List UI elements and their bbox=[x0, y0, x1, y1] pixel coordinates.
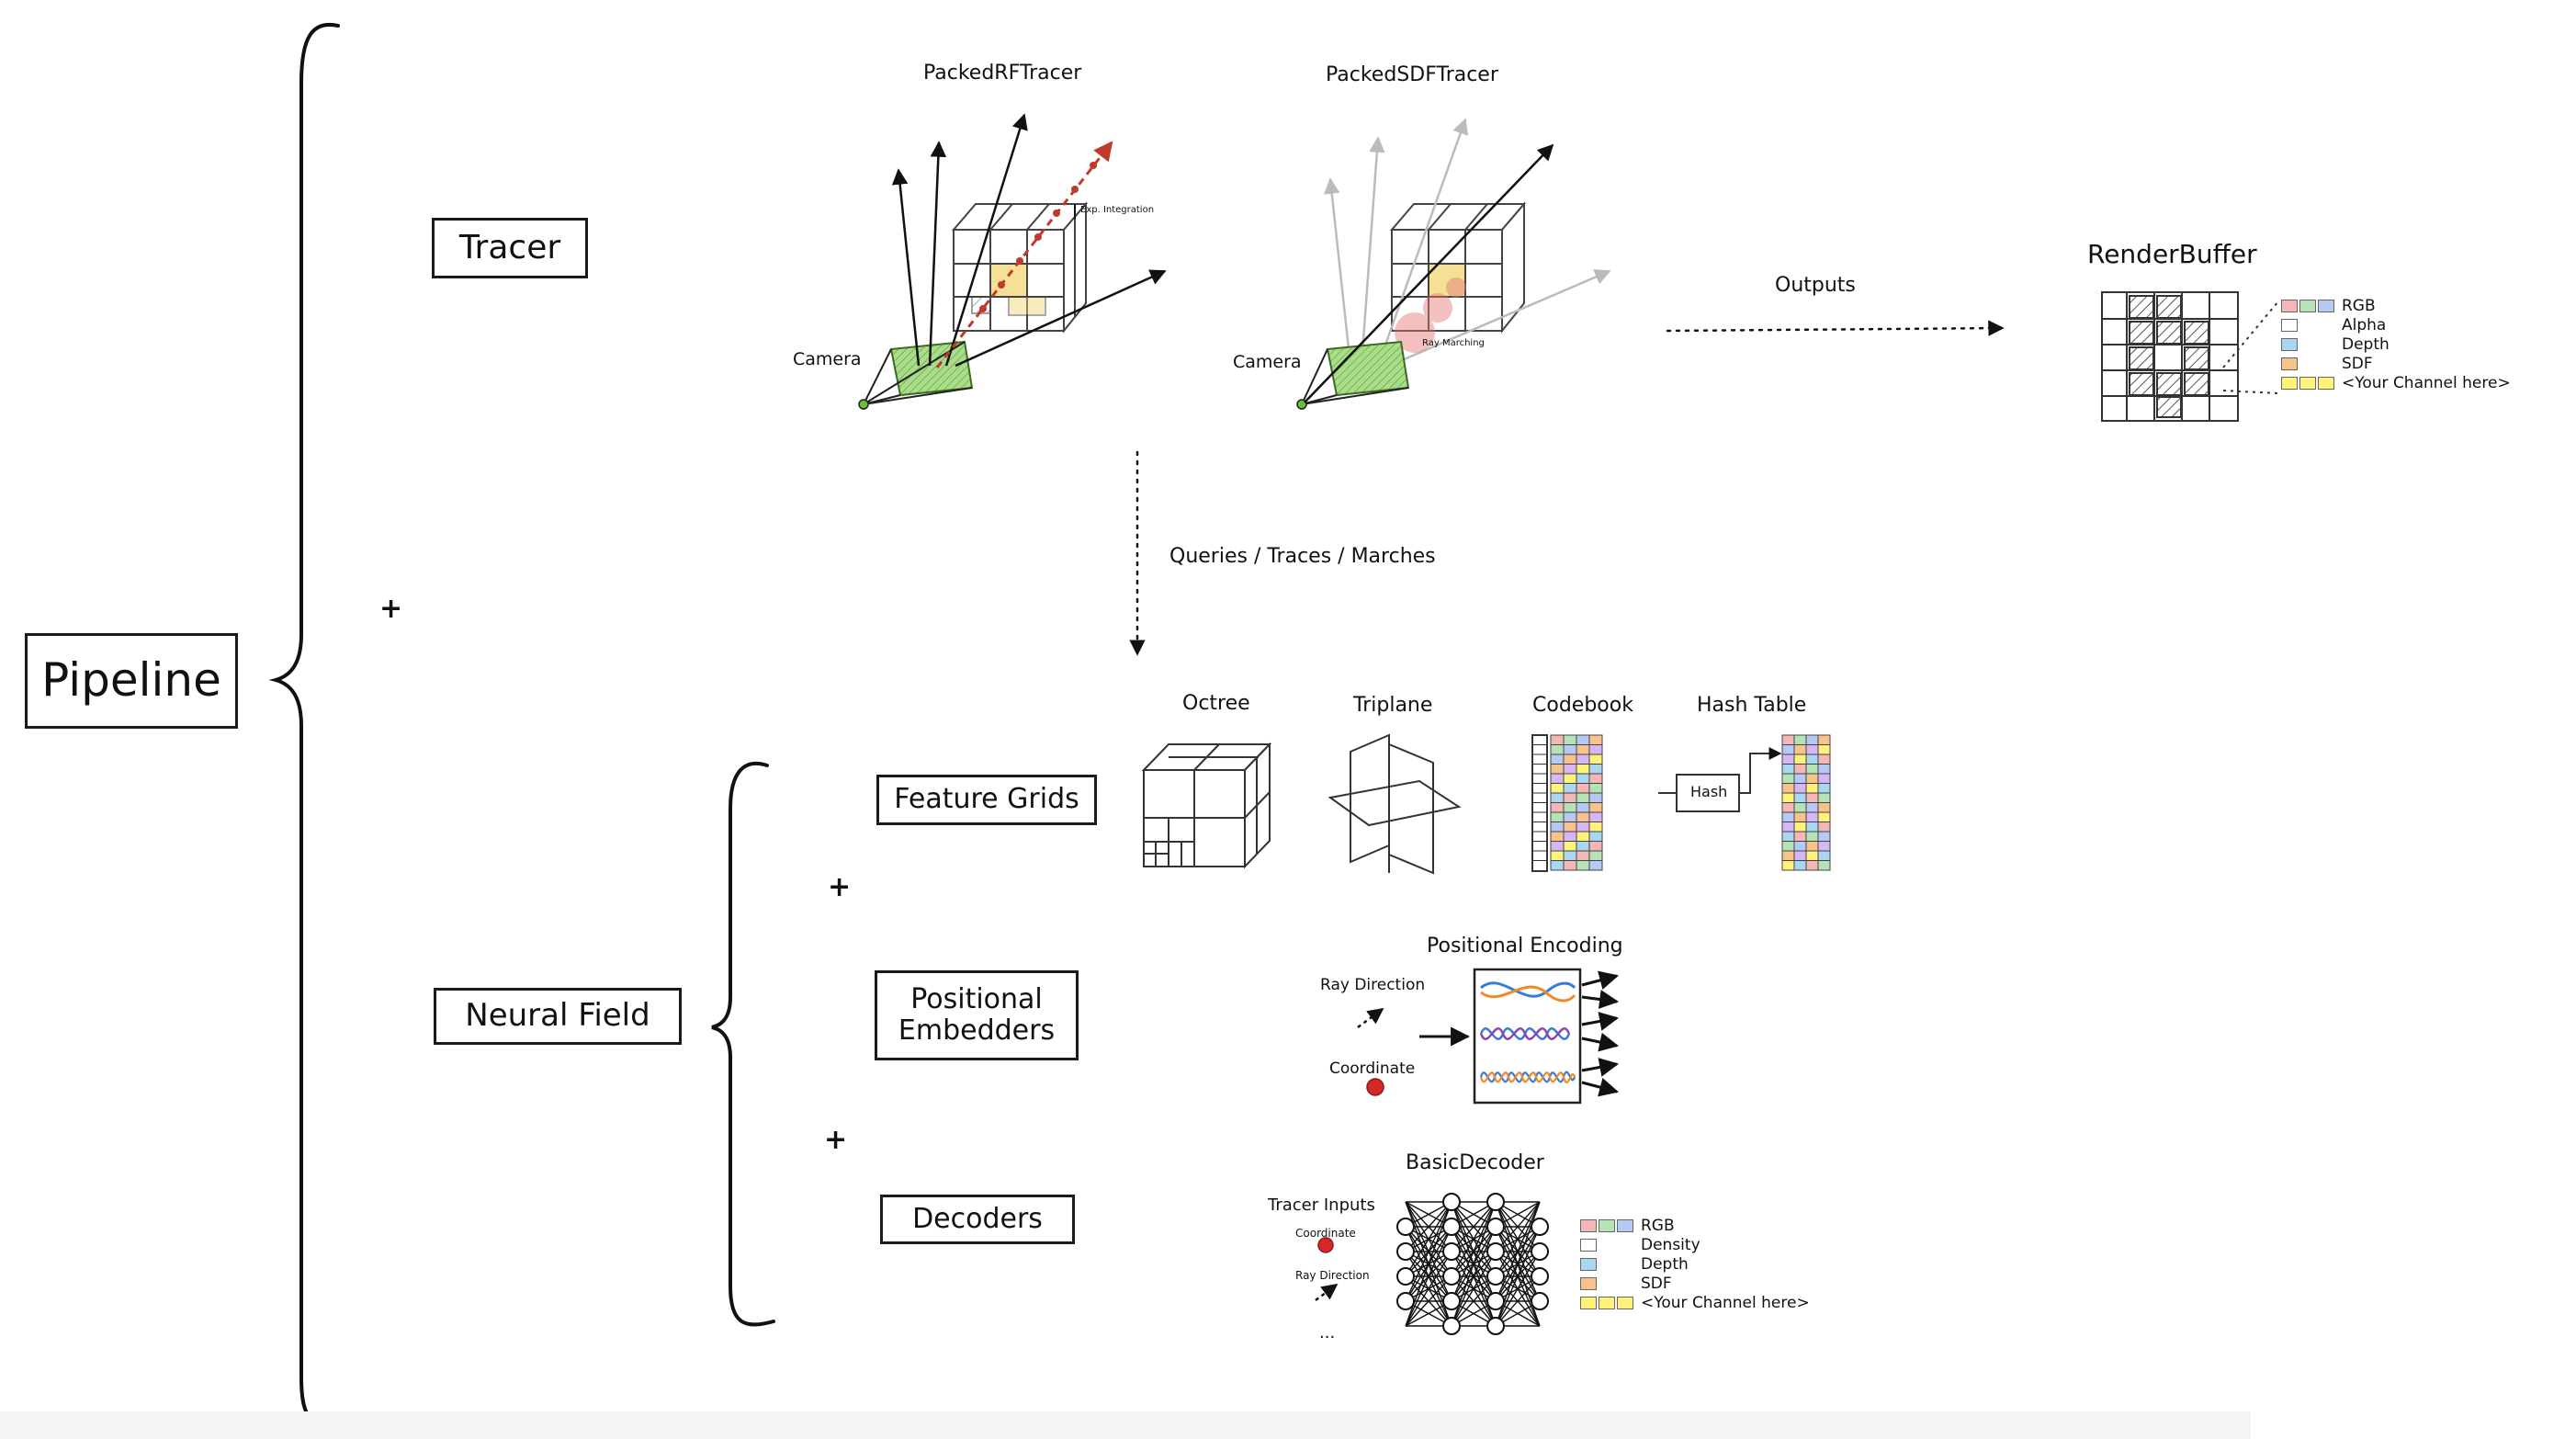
legend-row-sdf: SDF bbox=[2281, 354, 2511, 373]
sdf-camera-icon bbox=[1326, 340, 1410, 397]
rf-voxel-cube bbox=[951, 201, 1089, 334]
pipeline-box: Pipeline bbox=[25, 633, 238, 729]
decoder-more-label: ... bbox=[1319, 1323, 1336, 1343]
sdf-tracer-title: PackedSDFTracer bbox=[1326, 63, 1498, 86]
hash-table-label: Hash Table bbox=[1697, 694, 1807, 717]
decoder-legend-label-rgb: RGB bbox=[1641, 1216, 1675, 1235]
hash-table-icon bbox=[1658, 734, 1831, 871]
ray-direction-glyph bbox=[1357, 1007, 1384, 1029]
octree-icon bbox=[1141, 742, 1272, 869]
legend-row-alpha: Alpha bbox=[2281, 315, 2511, 334]
neural-field-label: Neural Field bbox=[465, 997, 650, 1035]
legend-row-rgb: RGB bbox=[2281, 296, 2511, 315]
legend-label-custom: <Your Channel here> bbox=[2342, 373, 2511, 392]
rf-camera-label: Camera bbox=[793, 349, 862, 369]
rf-annotation: Exp. Integration bbox=[1080, 205, 1155, 215]
rf-tracer-illustration bbox=[858, 113, 1167, 410]
coordinate-dot bbox=[1366, 1078, 1384, 1096]
sdf-camera-label: Camera bbox=[1233, 352, 1302, 372]
pipeline-brace bbox=[268, 22, 351, 1427]
render-buffer-grid bbox=[2101, 291, 2279, 422]
decoder-legend-row-rgb: RGB bbox=[1580, 1216, 1810, 1235]
legend-label-rgb: RGB bbox=[2342, 296, 2376, 315]
plus-sign-embedders: + bbox=[828, 871, 852, 903]
legend-label-depth: Depth bbox=[2342, 334, 2390, 354]
hash-function-label: Hash bbox=[1690, 783, 1728, 800]
positional-encoding-title: Positional Encoding bbox=[1427, 935, 1623, 957]
decoder-ray-direction-label: Ray Direction bbox=[1295, 1269, 1370, 1282]
decoders-label: Decoders bbox=[912, 1202, 1043, 1235]
legend-label-alpha: Alpha bbox=[2342, 315, 2387, 334]
decoder-legend-row-custom: <Your Channel here> bbox=[1580, 1293, 1810, 1312]
decoder-legend-row-depth: Depth bbox=[1580, 1254, 1810, 1274]
sdf-tracer-illustration bbox=[1296, 118, 1611, 410]
positional-embedders-label-line2: Embedders bbox=[898, 1014, 1056, 1047]
plus-sign-pipeline: + bbox=[379, 593, 403, 625]
sdf-annotation: Ray Marching bbox=[1422, 338, 1485, 348]
decoder-legend-row-density: Density bbox=[1580, 1235, 1810, 1254]
decoder-legend-label-sdf: SDF bbox=[1641, 1274, 1672, 1293]
basic-decoder-title: BasicDecoder bbox=[1406, 1151, 1544, 1174]
decoder-legend-row-sdf: SDF bbox=[1580, 1274, 1810, 1293]
coordinate-label: Coordinate bbox=[1329, 1059, 1416, 1078]
feature-grids-label: Feature Grids bbox=[894, 783, 1079, 816]
queries-label: Queries / Traces / Marches bbox=[1169, 545, 1436, 568]
decoder-legend-label-depth: Depth bbox=[1641, 1254, 1689, 1274]
outputs-label: Outputs bbox=[1775, 274, 1856, 297]
decoder-coordinate-label: Coordinate bbox=[1295, 1227, 1356, 1240]
legend-row-depth: Depth bbox=[2281, 334, 2511, 354]
decoders-box: Decoders bbox=[880, 1195, 1075, 1244]
codebook-label: Codebook bbox=[1532, 694, 1633, 717]
codebook-icon bbox=[1531, 734, 1603, 872]
decoder-legend-label-custom: <Your Channel here> bbox=[1641, 1293, 1810, 1312]
tracer-box: Tracer bbox=[432, 218, 588, 278]
decoder-output-legend: RGB Density Depth SDF <Your Channel here… bbox=[1580, 1216, 1810, 1312]
octree-label: Octree bbox=[1182, 692, 1250, 715]
positional-embedders-box: Positional Embedders bbox=[875, 970, 1079, 1060]
sdf-marching-ray bbox=[1304, 143, 1554, 403]
plus-sign-decoders: + bbox=[824, 1124, 848, 1156]
neural-field-box: Neural Field bbox=[434, 988, 682, 1045]
positional-embedders-label-line1: Positional bbox=[910, 982, 1043, 1015]
render-buffer-title: RenderBuffer bbox=[2087, 239, 2257, 269]
rf-tracer-title: PackedRFTracer bbox=[923, 62, 1082, 85]
rf-camera-icon bbox=[889, 340, 974, 397]
tracer-inputs-title: Tracer Inputs bbox=[1268, 1195, 1375, 1215]
triplane-label: Triplane bbox=[1353, 694, 1433, 717]
legend-label-sdf: SDF bbox=[2342, 354, 2373, 373]
triplane-icon bbox=[1328, 733, 1462, 875]
rf-integration-ray bbox=[935, 141, 1113, 368]
outputs-arrow bbox=[1666, 320, 2005, 336]
tracer-label: Tracer bbox=[458, 229, 561, 267]
decoder-legend-label-density: Density bbox=[1641, 1235, 1700, 1254]
legend-row-custom: <Your Channel here> bbox=[2281, 373, 2511, 392]
feature-grids-box: Feature Grids bbox=[876, 775, 1097, 825]
decoder-ray-direction-glyph bbox=[1315, 1283, 1339, 1302]
render-buffer-legend: RGB Alpha Depth SDF <Your Channel here> bbox=[2281, 296, 2511, 392]
footer-strip bbox=[0, 1411, 2251, 1439]
pipeline-label: Pipeline bbox=[41, 653, 221, 708]
decoder-coordinate-dot bbox=[1317, 1237, 1334, 1253]
basic-decoder-network bbox=[1396, 1193, 1549, 1335]
ray-direction-label: Ray Direction bbox=[1320, 976, 1426, 994]
neural-field-brace bbox=[711, 761, 775, 1327]
positional-encoding-diagram bbox=[1357, 968, 1620, 1105]
